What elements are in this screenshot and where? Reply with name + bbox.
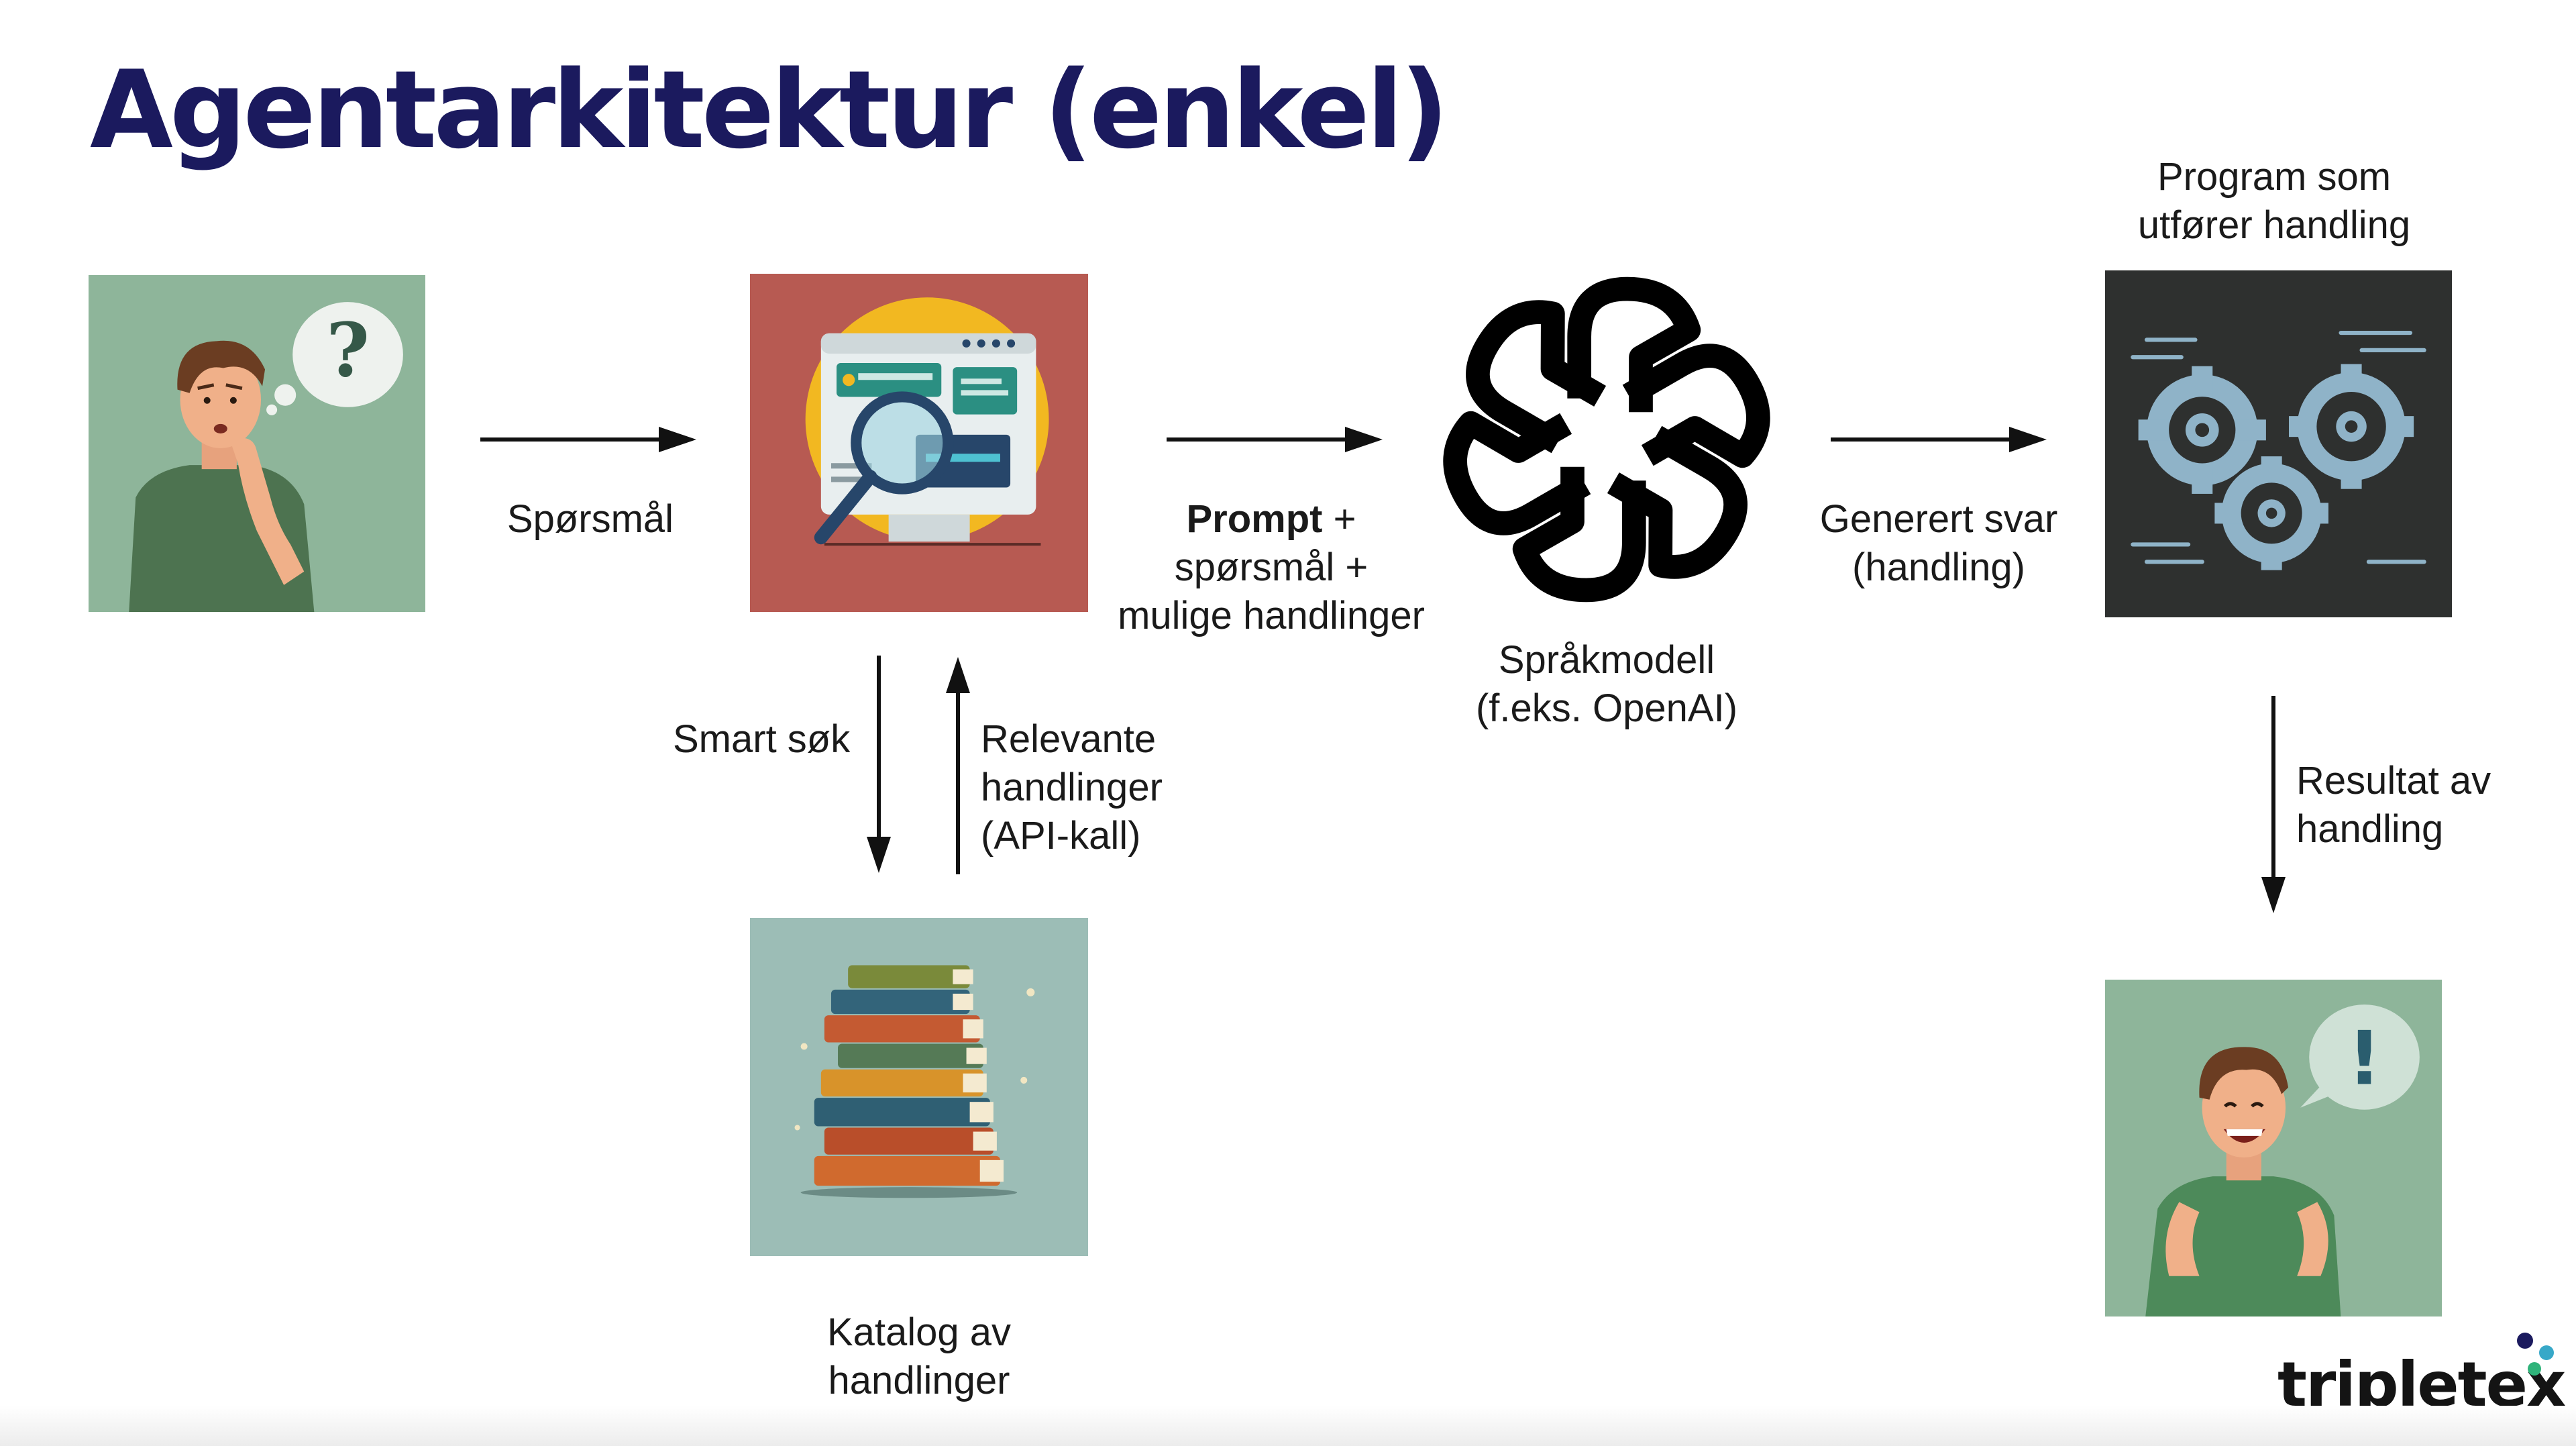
label-sporsmal: Spørsmål (506, 497, 674, 541)
label-katalog: Katalog av handlinger (751, 1308, 1087, 1405)
label-generert: Generert svar (handling) (1798, 495, 2080, 592)
label-relevante-line1: Relevante (981, 717, 1157, 761)
label-program-line1: Program som (2157, 155, 2392, 199)
openai-logo-icon (1436, 276, 1778, 611)
search-screen-icon (750, 274, 1088, 612)
arrow-right-icon (1167, 427, 1383, 452)
logo-dots-icon (2517, 1333, 2554, 1376)
label-sprakmodell: Språkmodell (f.eks. OpenAI) (1439, 636, 1774, 733)
label-katalog-line1: Katalog av (826, 1310, 1012, 1354)
label-program-line2: utfører handling (2137, 203, 2411, 247)
arrow-down-icon (867, 656, 891, 873)
happy-person-icon: ! (2105, 980, 2442, 1316)
svg-text:?: ? (326, 307, 370, 395)
thinking-person-icon: ? (89, 275, 425, 612)
gears-icon (2105, 270, 2452, 617)
bottom-edge (0, 1406, 2576, 1446)
arrow-right-icon (1831, 427, 2047, 452)
arrow-right-icon (480, 427, 696, 452)
label-prompt-line2: spørsmål + (1174, 546, 1368, 589)
arrow-down-icon (2261, 696, 2286, 913)
arrow-up-icon (946, 657, 970, 874)
label-prompt-bold: Prompt (1186, 497, 1323, 541)
label-resultat-line2: handling (2296, 807, 2444, 851)
label-resultat: Resultat av handling (2296, 757, 2551, 854)
label-relevante-line2: handlinger (981, 766, 1163, 809)
label-prompt-plus: + (1322, 497, 1356, 541)
label-relevante-line3: (API-kall) (981, 814, 1141, 858)
label-generert-line1: Generert svar (1819, 497, 2058, 541)
label-program: Program som utfører handling (2106, 153, 2442, 250)
page-title: Agentarkitektur (enkel) (90, 47, 1449, 172)
label-prompt-line3: mulige handlinger (1118, 594, 1425, 637)
label-resultat-line1: Resultat av (2296, 759, 2491, 803)
label-relevante: Relevante handlinger (API-kall) (981, 715, 1209, 860)
label-katalog-line2: handlinger (828, 1359, 1010, 1402)
label-prompt: Prompt + spørsmål + mulige handlinger (1087, 495, 1456, 640)
label-smart-sok: Smart søk (673, 717, 851, 761)
svg-text:!: ! (2347, 1016, 2381, 1102)
label-generert-line2: (handling) (1852, 546, 2025, 589)
book-stack-icon (750, 918, 1088, 1256)
label-sprakmodell-line2: (f.eks. OpenAI) (1475, 686, 1738, 730)
label-sprakmodell-line1: Språkmodell (1498, 638, 1715, 682)
